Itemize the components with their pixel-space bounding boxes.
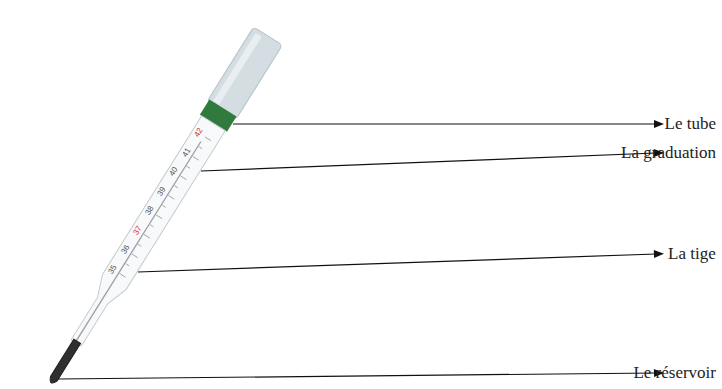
thermometer xyxy=(37,27,283,389)
glass-body xyxy=(64,116,225,350)
leader-line xyxy=(138,254,656,272)
scale-ticks xyxy=(120,137,211,277)
mercury-thread xyxy=(70,141,201,350)
arrow-head xyxy=(654,120,664,128)
part-label: Le réservoir xyxy=(633,363,716,383)
reservoir-bulb xyxy=(48,339,81,385)
leader-lines xyxy=(58,124,656,379)
leader-line xyxy=(201,153,656,171)
leader-line xyxy=(58,373,656,379)
leader-line xyxy=(233,123,656,124)
part-label: La tige xyxy=(668,244,716,264)
part-label: Le tube xyxy=(665,114,716,134)
cap-sheen xyxy=(213,33,261,105)
arrow-head xyxy=(654,250,664,258)
part-label: La graduation xyxy=(621,143,716,163)
